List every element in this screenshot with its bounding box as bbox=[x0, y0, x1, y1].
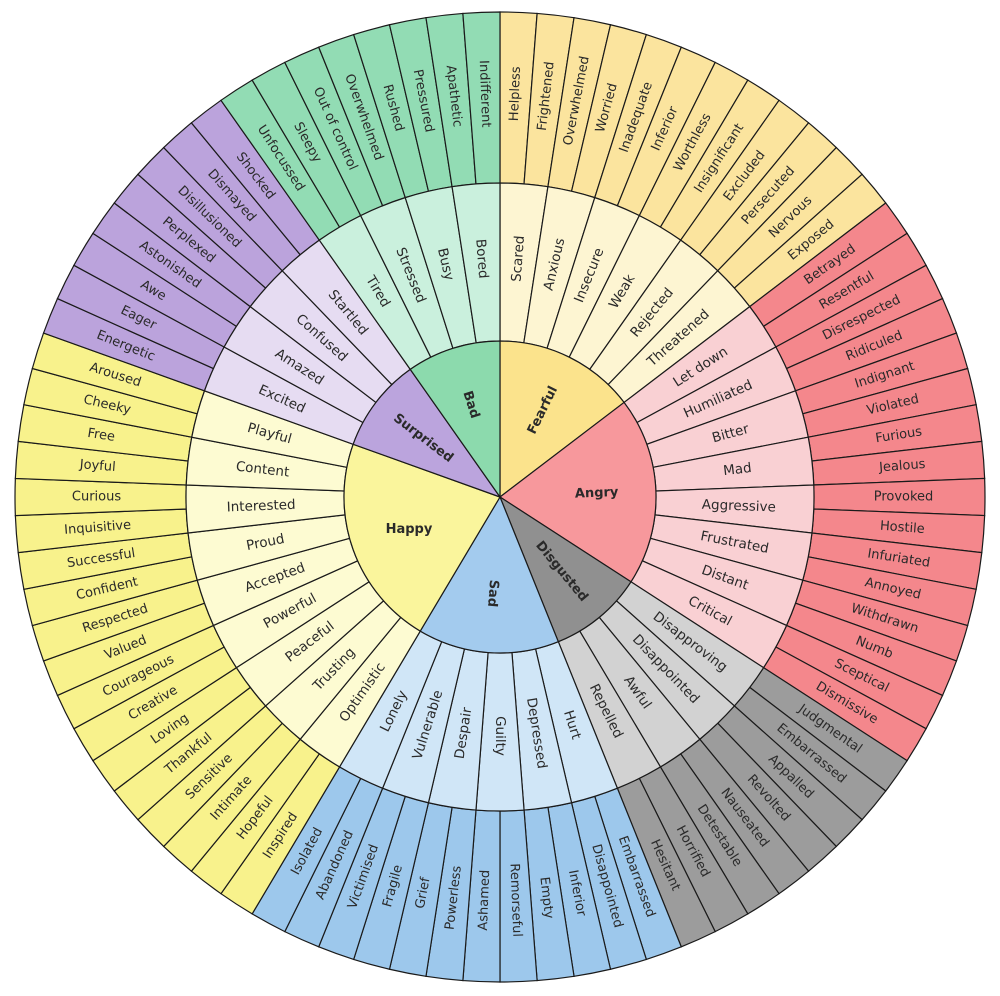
tertiary-label: Furious bbox=[874, 424, 923, 446]
core-segment[interactable] bbox=[343, 443, 501, 632]
tertiary-label: Empty bbox=[536, 876, 556, 920]
secondary-label: Scared bbox=[509, 235, 529, 282]
tertiary-label: Inquisitive bbox=[64, 518, 132, 538]
secondary-label: Interested bbox=[226, 497, 295, 516]
core-segment[interactable] bbox=[419, 495, 560, 654]
tertiary-label: Helpless bbox=[507, 66, 524, 122]
core-segment[interactable] bbox=[498, 495, 632, 643]
tertiary-label: Ashamed bbox=[476, 870, 493, 931]
secondary-label: Bored bbox=[472, 238, 491, 279]
core-label: Angry bbox=[575, 485, 620, 502]
segments bbox=[14, 11, 986, 983]
core-label: Happy bbox=[386, 522, 433, 537]
secondary-label: Content bbox=[235, 459, 290, 481]
secondary-label: Despair bbox=[452, 706, 476, 760]
secondary-label: Mad bbox=[722, 460, 752, 479]
core-segment[interactable] bbox=[499, 340, 625, 499]
core-label: Sad bbox=[484, 579, 501, 608]
tertiary-label: Powerless bbox=[443, 865, 465, 931]
secondary-label: Aggressive bbox=[702, 497, 777, 516]
tertiary-label: Remorseful bbox=[507, 863, 525, 937]
tertiary-label: Provoked bbox=[874, 490, 934, 505]
core-segment[interactable] bbox=[498, 401, 657, 583]
core-segment[interactable] bbox=[409, 340, 501, 499]
tertiary-label: Curious bbox=[72, 490, 121, 505]
core-segment[interactable] bbox=[352, 368, 502, 499]
tertiary-label: Indifferent bbox=[476, 60, 494, 128]
secondary-label: Guilty bbox=[492, 716, 508, 756]
secondary-label: Busy bbox=[434, 246, 457, 282]
tertiary-label: Hostile bbox=[879, 519, 925, 537]
tertiary-label: Joyful bbox=[78, 457, 116, 475]
tertiary-label: Free bbox=[86, 426, 116, 445]
secondary-label: Proud bbox=[245, 531, 286, 554]
tertiary-label: Grief bbox=[413, 876, 434, 910]
tertiary-label: Apathetic bbox=[443, 64, 465, 128]
tertiary-label: Jealous bbox=[878, 457, 927, 476]
